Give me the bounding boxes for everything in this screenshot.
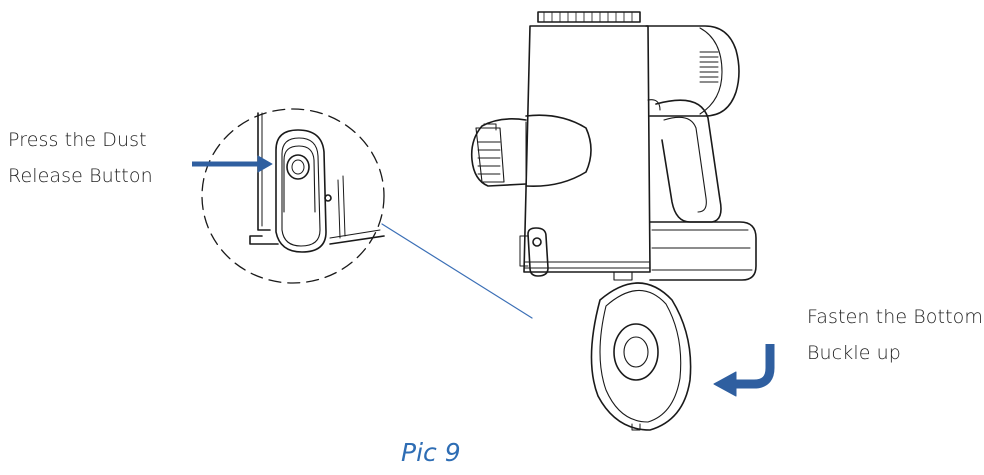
hook-arrow-left-icon [713,344,775,397]
detail-magnifier [201,108,385,284]
press-dust-release-callout: Press the Dust Release Button [8,122,153,194]
fasten-callout-line1: Fasten the Bottom [807,306,983,328]
press-callout-line1: Press the Dust [8,129,147,151]
leader-line [381,223,533,319]
press-callout-line2: Release Button [8,165,153,187]
figure-caption: Pic 9 [401,438,461,467]
fasten-bottom-callout: Fasten the Bottom Buckle up [807,299,983,371]
fasten-callout-line2: Buckle up [807,342,901,364]
vacuum-cleaner-drawing [470,11,757,431]
arrow-right-icon [192,155,273,173]
